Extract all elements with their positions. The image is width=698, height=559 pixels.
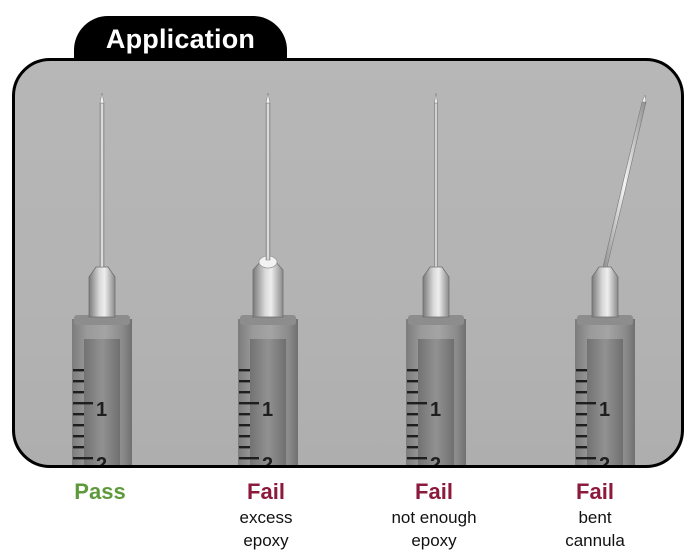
syringe-2: 12 (238, 92, 298, 465)
scale-tick (239, 369, 250, 372)
scale-tick (576, 369, 587, 372)
scale-tick (576, 435, 587, 438)
scale-tick (576, 413, 587, 416)
scale-tick (576, 402, 596, 405)
status-text: Pass (74, 479, 126, 504)
scale-tick (407, 391, 418, 394)
scale-tick (407, 413, 418, 416)
description-line-1: not enough (391, 508, 477, 527)
scale-tick (239, 380, 250, 383)
scale-numeral: 2 (599, 454, 610, 465)
cannula (265, 102, 271, 261)
result-labels: Pass Fail excess epoxy Fail not enough e… (0, 478, 698, 559)
scale-tick (576, 457, 596, 460)
scale-numeral: 2 (96, 454, 107, 465)
sample-label-2: Fail excess epoxy (186, 478, 346, 552)
scale-tick (407, 369, 418, 372)
cannula-tip (641, 94, 647, 103)
cannula (99, 102, 105, 268)
scale-tick (73, 413, 84, 416)
description-line-1: excess (239, 508, 293, 527)
description-line-2: epoxy (243, 531, 289, 550)
scale-tick (239, 446, 250, 449)
barrel-rim (577, 315, 633, 325)
scale-numeral: 1 (430, 399, 441, 421)
description-line-1: bent (578, 508, 612, 527)
scale-tick (576, 380, 587, 383)
scale-tick (407, 457, 427, 460)
needle-hub (422, 266, 450, 318)
cannula (602, 101, 647, 268)
scale-tick (239, 424, 250, 427)
scale-tick (407, 446, 418, 449)
scale-tick (239, 402, 259, 405)
scale-numeral: 2 (262, 454, 273, 465)
cannula-tip (99, 92, 105, 104)
scale-numeral: 1 (96, 399, 107, 421)
needle-hub (591, 266, 619, 318)
barrel-rim (74, 315, 130, 325)
scale-tick (73, 369, 84, 372)
section-title: Application (105, 24, 256, 54)
scale-tick (239, 413, 250, 416)
scale-tick (239, 391, 250, 394)
scale-tick (73, 402, 93, 405)
cannula-tip (265, 92, 271, 104)
scale-numeral: 1 (262, 399, 273, 421)
scale-tick (407, 424, 418, 427)
description-line-2: epoxy (411, 531, 457, 550)
scale-tick (576, 424, 587, 427)
scale-tick (576, 446, 587, 449)
barrel-rim (408, 315, 464, 325)
syringe-3: 12 (406, 92, 466, 465)
cannula (434, 102, 438, 268)
cannula-tip (434, 92, 438, 104)
syringe-1: 12 (72, 92, 132, 465)
scale-tick (73, 435, 84, 438)
scale-tick (576, 391, 587, 394)
syringe-4: 12 (575, 94, 647, 465)
status-text: Fail (576, 479, 614, 504)
scale-numeral: 2 (430, 454, 441, 465)
scale-tick (407, 435, 418, 438)
scale-tick (407, 402, 427, 405)
needle-hub (88, 266, 116, 318)
scale-tick (73, 424, 84, 427)
status-text: Fail (415, 479, 453, 504)
scale-tick (239, 457, 259, 460)
sample-label-1: Pass (20, 478, 180, 506)
scale-tick (239, 435, 250, 438)
needle-hub (252, 259, 284, 318)
status-text: Fail (247, 479, 285, 504)
barrel-rim (240, 315, 296, 325)
scale-tick (407, 380, 418, 383)
description-line-2: cannula (565, 531, 625, 550)
scale-tick (73, 457, 93, 460)
sample-label-4: Fail bent cannula (515, 478, 675, 552)
sample-label-3: Fail not enough epoxy (354, 478, 514, 552)
scale-tick (73, 446, 84, 449)
scale-tick (73, 380, 84, 383)
scale-numeral: 1 (599, 399, 610, 421)
scale-tick (73, 391, 84, 394)
